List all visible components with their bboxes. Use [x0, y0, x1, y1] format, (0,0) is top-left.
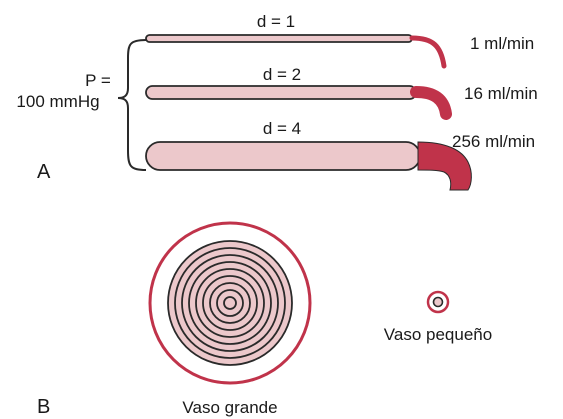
- panel-a-label: A: [37, 161, 51, 183]
- vessel-2-diameter-label: d = 2: [263, 65, 301, 84]
- vessel-1-blood-outflow: [409, 35, 447, 69]
- pressure-brace: [117, 39, 147, 171]
- vessel-1-tube: [145, 34, 413, 43]
- lamina-ring: [216, 289, 244, 317]
- vessel-2-flow-label: 16 ml/min: [464, 84, 538, 103]
- vessel-1-diameter-label: d = 1: [257, 12, 295, 31]
- pressure-label-line2: 100 mmHg: [16, 92, 99, 111]
- large-vessel-lumen: [167, 240, 293, 366]
- panel-b-label: B: [37, 396, 50, 418]
- small-vessel-lumen: [432, 296, 444, 308]
- vessel-3-flow-label: 256 ml/min: [452, 132, 535, 151]
- vessel-3-blood-outflow: [417, 141, 472, 191]
- vessel-1-flow-label: 1 ml/min: [470, 34, 534, 53]
- large-vessel-cross-section: [148, 221, 312, 385]
- lamina-ring: [181, 254, 279, 352]
- vessel-3-diameter-label: d = 4: [263, 119, 301, 138]
- lamina-ring: [223, 296, 237, 310]
- vessel-3-tube: [145, 141, 421, 171]
- lamina-ring: [209, 282, 251, 324]
- large-vessel-label: Vaso grande: [182, 398, 277, 417]
- lamina-ring: [188, 261, 272, 345]
- lamina-ring: [195, 268, 265, 338]
- lamina-ring: [174, 247, 286, 359]
- small-vessel-label: Vaso pequeño: [384, 325, 492, 344]
- lamina-ring: [202, 275, 258, 331]
- vessel-2-tube: [145, 85, 417, 100]
- small-vessel-cross-section: [426, 290, 450, 314]
- vessel-2-blood-outflow: [410, 86, 452, 120]
- pressure-label-line1: P =: [85, 71, 111, 90]
